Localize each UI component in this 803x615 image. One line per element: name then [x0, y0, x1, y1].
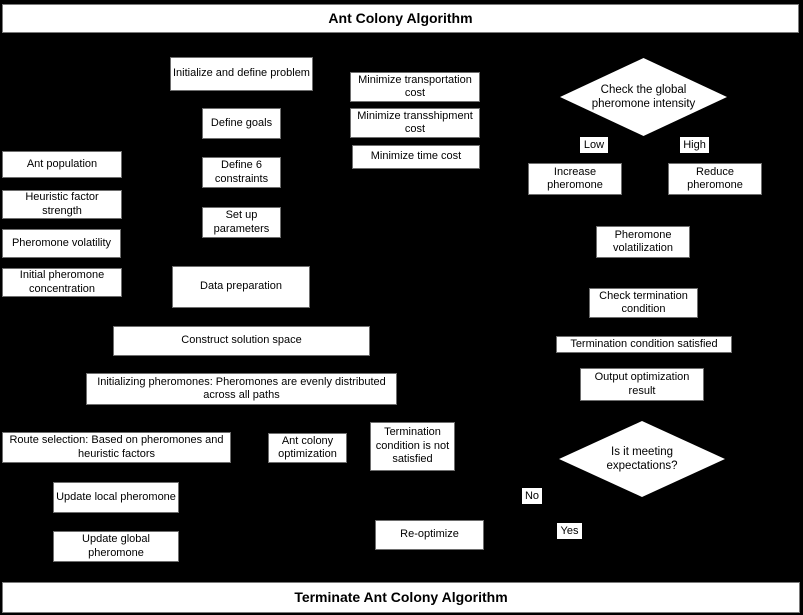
node-ant-colony-optimization: Ant colony optimization	[268, 433, 347, 463]
decision-meeting-expectations-label: Is it meeting expectations?	[606, 445, 678, 472]
node-reduce-pheromone: Reduce pheromone	[668, 163, 762, 195]
branch-label-no: No	[522, 488, 542, 504]
node-data-preparation: Data preparation	[172, 266, 310, 308]
branch-label-low: Low	[580, 137, 608, 153]
node-update-local-pheromone: Update local pheromone	[53, 482, 179, 513]
branch-label-high: High	[680, 137, 709, 153]
decision-check-global-pheromone: Check the global pheromone intensity	[560, 58, 727, 136]
node-construct-solution-space: Construct solution space	[113, 326, 370, 356]
node-initializing-pheromones: Initializing pheromones: Pheromones are …	[86, 373, 397, 405]
decision-check-global-pheromone-label: Check the global pheromone intensity	[591, 83, 696, 110]
node-heuristic-factor-strength: Heuristic factor strength	[2, 190, 122, 219]
branch-label-yes: Yes	[557, 523, 582, 539]
node-minimize-transportation-cost: Minimize transportation cost	[350, 72, 480, 102]
node-define-goals: Define goals	[202, 108, 281, 139]
node-output-optimization-result: Output optimization result	[580, 368, 704, 401]
node-initialize-define-problem: Initialize and define problem	[170, 57, 313, 91]
node-pheromone-volatility: Pheromone volatility	[2, 229, 121, 258]
node-re-optimize: Re-optimize	[375, 520, 484, 550]
decision-meeting-expectations: Is it meeting expectations?	[559, 421, 725, 497]
node-initial-pheromone-concentration: Initial pheromone concentration	[2, 268, 122, 297]
node-update-global-pheromone: Update global pheromone	[53, 531, 179, 562]
node-setup-parameters: Set up parameters	[202, 207, 281, 238]
node-minimize-transshipment-cost: Minimize transshipment cost	[350, 108, 480, 138]
node-minimize-time-cost: Minimize time cost	[352, 145, 480, 169]
node-define-constraints: Define 6 constraints	[202, 157, 281, 188]
node-ant-population: Ant population	[2, 151, 122, 178]
node-check-termination-condition: Check termination condition	[589, 288, 698, 318]
node-increase-pheromone: Increase pheromone	[528, 163, 622, 195]
node-termination-not-satisfied: Termination condition is not satisfied	[370, 422, 455, 471]
node-route-selection: Route selection: Based on pheromones and…	[2, 432, 231, 463]
node-pheromone-volatilization: Pheromone volatilization	[596, 226, 690, 258]
flowchart-title-bar: Ant Colony Algorithm	[2, 4, 799, 33]
flowchart-terminate-bar: Terminate Ant Colony Algorithm	[2, 582, 800, 613]
node-termination-condition-satisfied: Termination condition satisfied	[556, 336, 732, 353]
